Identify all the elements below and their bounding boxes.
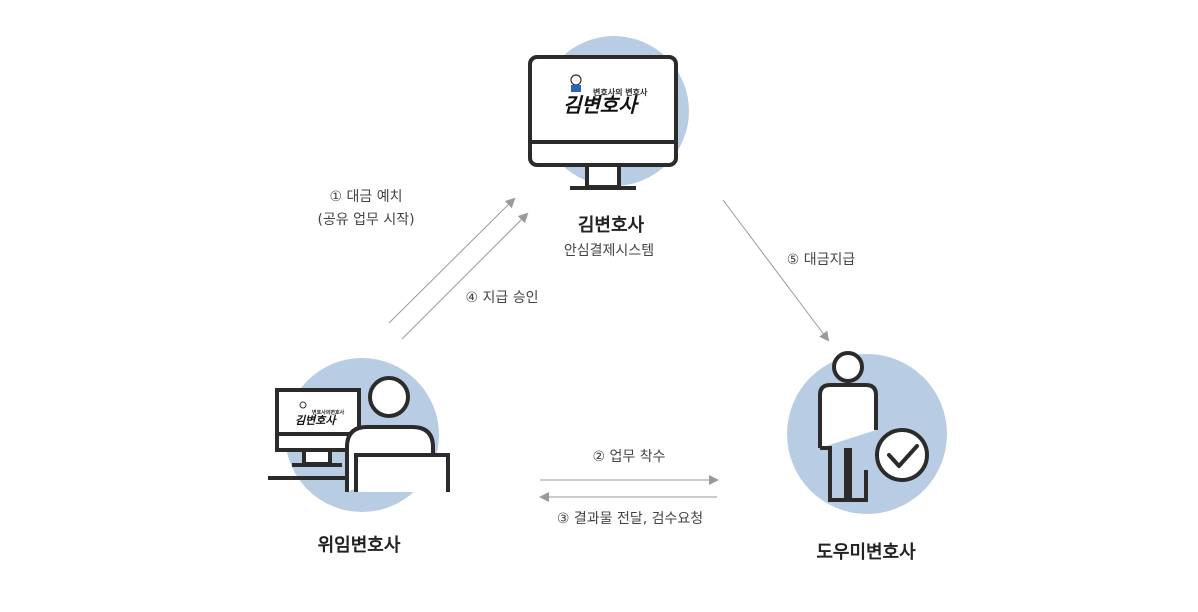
monitor-icon [528,55,678,190]
system-logo-tagline: 변호사의 변호사 [593,87,648,97]
mascot-icon [570,74,582,86]
step1-sublabel: (공유 업무 시작) [317,212,415,228]
step3-label: ③ 결과물 전달, 검수요청 [556,511,704,527]
step4-label: ④ 지급 승인 [465,290,539,306]
system-logo: 변호사의 변호사 김변호사 [563,74,648,117]
arrow-payment [722,199,830,342]
system-logo-name: 김변호사 [563,93,639,117]
system-title: 김변호사 [577,215,645,236]
delegator-logo-tagline: 변호사의변호사 [312,409,345,416]
delegator-title: 위임변호사 [317,535,401,556]
assistant-title: 도우미변호사 [816,542,916,563]
delegator-logo: 변호사의변호사 김변호사 [295,401,345,427]
person-verified-icon [818,351,929,502]
delegator-logo-name: 김변호사 [295,414,337,427]
mini-mascot-icon [299,401,307,409]
system-subtitle: 안심결제시스템 [563,243,655,259]
arrow-deposit [388,197,516,324]
step5-label: ⑤ 대금지급 [786,252,856,268]
person-at-computer-icon [268,376,450,492]
check-badge-icon [875,428,929,482]
step2-label: ② 업무 착수 [592,449,666,465]
arrow-approve [401,212,529,340]
step1-label: ① 대금 예치 [329,189,403,205]
